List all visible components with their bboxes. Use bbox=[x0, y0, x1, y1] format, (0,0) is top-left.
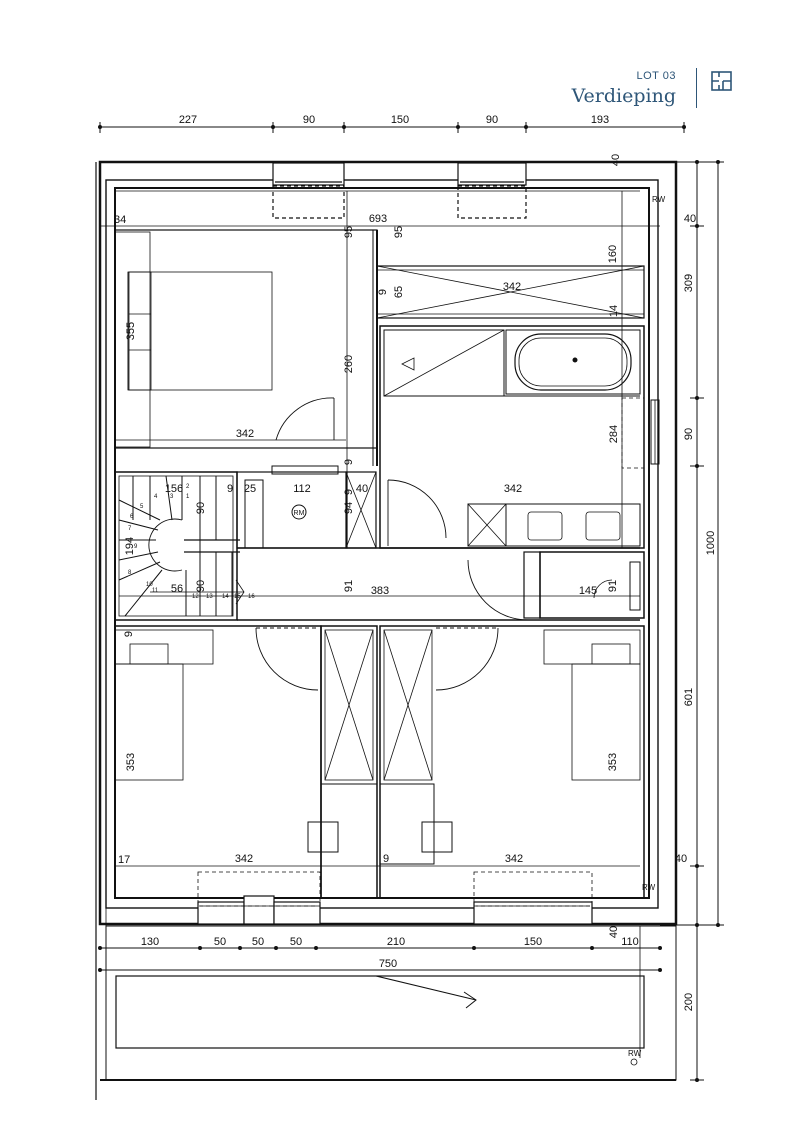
bottom-dimension-line bbox=[100, 947, 660, 971]
top-dim-1: 227 bbox=[179, 114, 197, 126]
bottom-windows bbox=[197, 871, 593, 925]
stair-8: 8 bbox=[128, 570, 132, 576]
label-40-hall: 40 bbox=[356, 483, 368, 495]
stair-6: 6 bbox=[130, 514, 134, 520]
dim-40-lower: 40 bbox=[675, 853, 687, 865]
label-353-right: 353 bbox=[607, 753, 619, 771]
lot-label: LOT 03 bbox=[636, 70, 676, 82]
label-17: 17 bbox=[118, 854, 130, 866]
bottom-dim-130: 130 bbox=[141, 936, 159, 948]
right-dim-90: 90 bbox=[683, 428, 695, 440]
header-divider bbox=[696, 68, 697, 108]
label-342-bed3: 342 bbox=[505, 853, 523, 865]
floor-plan-icon bbox=[711, 71, 732, 91]
right-dim-200: 200 bbox=[683, 993, 695, 1011]
dim-40-bottom: 40 bbox=[608, 926, 620, 938]
header: LOT 03 Verdieping bbox=[560, 62, 790, 112]
bottom-dim-150: 150 bbox=[524, 936, 542, 948]
label-9-bed2: 9 bbox=[123, 631, 135, 637]
wardrobe bbox=[376, 265, 645, 319]
label-693: 693 bbox=[369, 213, 387, 225]
stair-3: 3 bbox=[170, 494, 174, 500]
rw-terrace: RW bbox=[628, 1049, 642, 1058]
right-dim-309: 309 bbox=[683, 274, 695, 292]
label-342-wardrobe: 342 bbox=[503, 281, 521, 293]
label-9-wardrobe: 9 bbox=[377, 289, 389, 295]
label-34: 34 bbox=[114, 214, 126, 226]
stair-14: 14 bbox=[222, 594, 229, 600]
floor-title: Verdieping bbox=[571, 85, 676, 107]
label-14: 14 bbox=[608, 305, 620, 317]
bottom-dim-50c: 50 bbox=[290, 936, 302, 948]
stair-12: 12 bbox=[192, 594, 199, 600]
bottom-dim-50a: 50 bbox=[214, 936, 226, 948]
label-355: 355 bbox=[125, 322, 137, 340]
top-dim-5: 193 bbox=[591, 114, 609, 126]
label-65: 65 bbox=[393, 286, 405, 298]
top-dim-2: 90 bbox=[303, 114, 315, 126]
stair-9: 9 bbox=[134, 544, 138, 550]
stair-10: 10 bbox=[146, 582, 153, 588]
label-145: 145 bbox=[579, 585, 597, 597]
top-dim-4: 90 bbox=[486, 114, 498, 126]
top-windows bbox=[272, 162, 527, 219]
label-9-bed3: 9 bbox=[383, 853, 389, 865]
label-9-stair: 9 bbox=[227, 483, 233, 495]
label-9-d: 9 bbox=[343, 489, 355, 495]
label-90-stair: 90 bbox=[195, 502, 207, 514]
bedroom-3 bbox=[379, 625, 645, 899]
label-260: 260 bbox=[343, 355, 355, 373]
label-94: 94 bbox=[343, 502, 355, 514]
bottom-dim-210: 210 bbox=[387, 936, 405, 948]
right-dim-1000: 1000 bbox=[705, 531, 717, 555]
rw-top: RW bbox=[652, 195, 666, 204]
stair-5: 5 bbox=[140, 504, 144, 510]
label-56: 56 bbox=[171, 583, 183, 595]
rw-bottom: RW bbox=[642, 883, 656, 892]
bottom-dim-110: 110 bbox=[621, 936, 639, 948]
stair-13: 13 bbox=[206, 594, 213, 600]
dim-40-top: 40 bbox=[610, 154, 622, 166]
label-95a: 95 bbox=[343, 226, 355, 238]
label-95b: 95 bbox=[393, 226, 405, 238]
stair-step-numbers: 1 2 3 4 5 6 7 8 9 10 11 12 13 14 15 16 bbox=[128, 484, 255, 600]
label-342-bed2: 342 bbox=[235, 853, 253, 865]
outer-walls bbox=[95, 160, 678, 1100]
label-25: 25 bbox=[244, 483, 256, 495]
label-112: 112 bbox=[293, 483, 311, 495]
bedroom-2 bbox=[114, 625, 640, 899]
stair-4: 4 bbox=[154, 494, 158, 500]
label-194: 194 bbox=[124, 537, 136, 555]
roof-edge bbox=[100, 925, 677, 1081]
stair-16: 16 bbox=[248, 594, 255, 600]
label-284: 284 bbox=[608, 425, 620, 443]
stair-15: 15 bbox=[234, 594, 241, 600]
stair-7: 7 bbox=[128, 526, 132, 532]
label-160: 160 bbox=[607, 245, 619, 263]
top-dim-3: 150 bbox=[391, 114, 409, 126]
label-90-b: 90 bbox=[195, 580, 207, 592]
label-342-bath: 342 bbox=[504, 483, 522, 495]
bottom-dim-50b: 50 bbox=[252, 936, 264, 948]
label-342-master: 342 bbox=[236, 428, 254, 440]
label-353-left: 353 bbox=[125, 753, 137, 771]
label-9-hall: 9 bbox=[343, 459, 355, 465]
label-91-right: 91 bbox=[607, 580, 619, 592]
dim-40-upper: 40 bbox=[684, 213, 696, 225]
label-91-hall: 91 bbox=[343, 580, 355, 592]
hall bbox=[236, 465, 645, 621]
total-width-750: 750 bbox=[379, 958, 397, 970]
rm-label: RM bbox=[294, 510, 305, 517]
label-383: 383 bbox=[371, 585, 389, 597]
bathroom bbox=[379, 325, 660, 549]
stair-1: 1 bbox=[186, 494, 190, 500]
stairwell bbox=[114, 471, 640, 621]
stair-2: 2 bbox=[186, 484, 190, 490]
right-dim-601: 601 bbox=[683, 688, 695, 706]
label-156: 156 bbox=[165, 483, 183, 495]
stair-11: 11 bbox=[152, 588, 159, 594]
